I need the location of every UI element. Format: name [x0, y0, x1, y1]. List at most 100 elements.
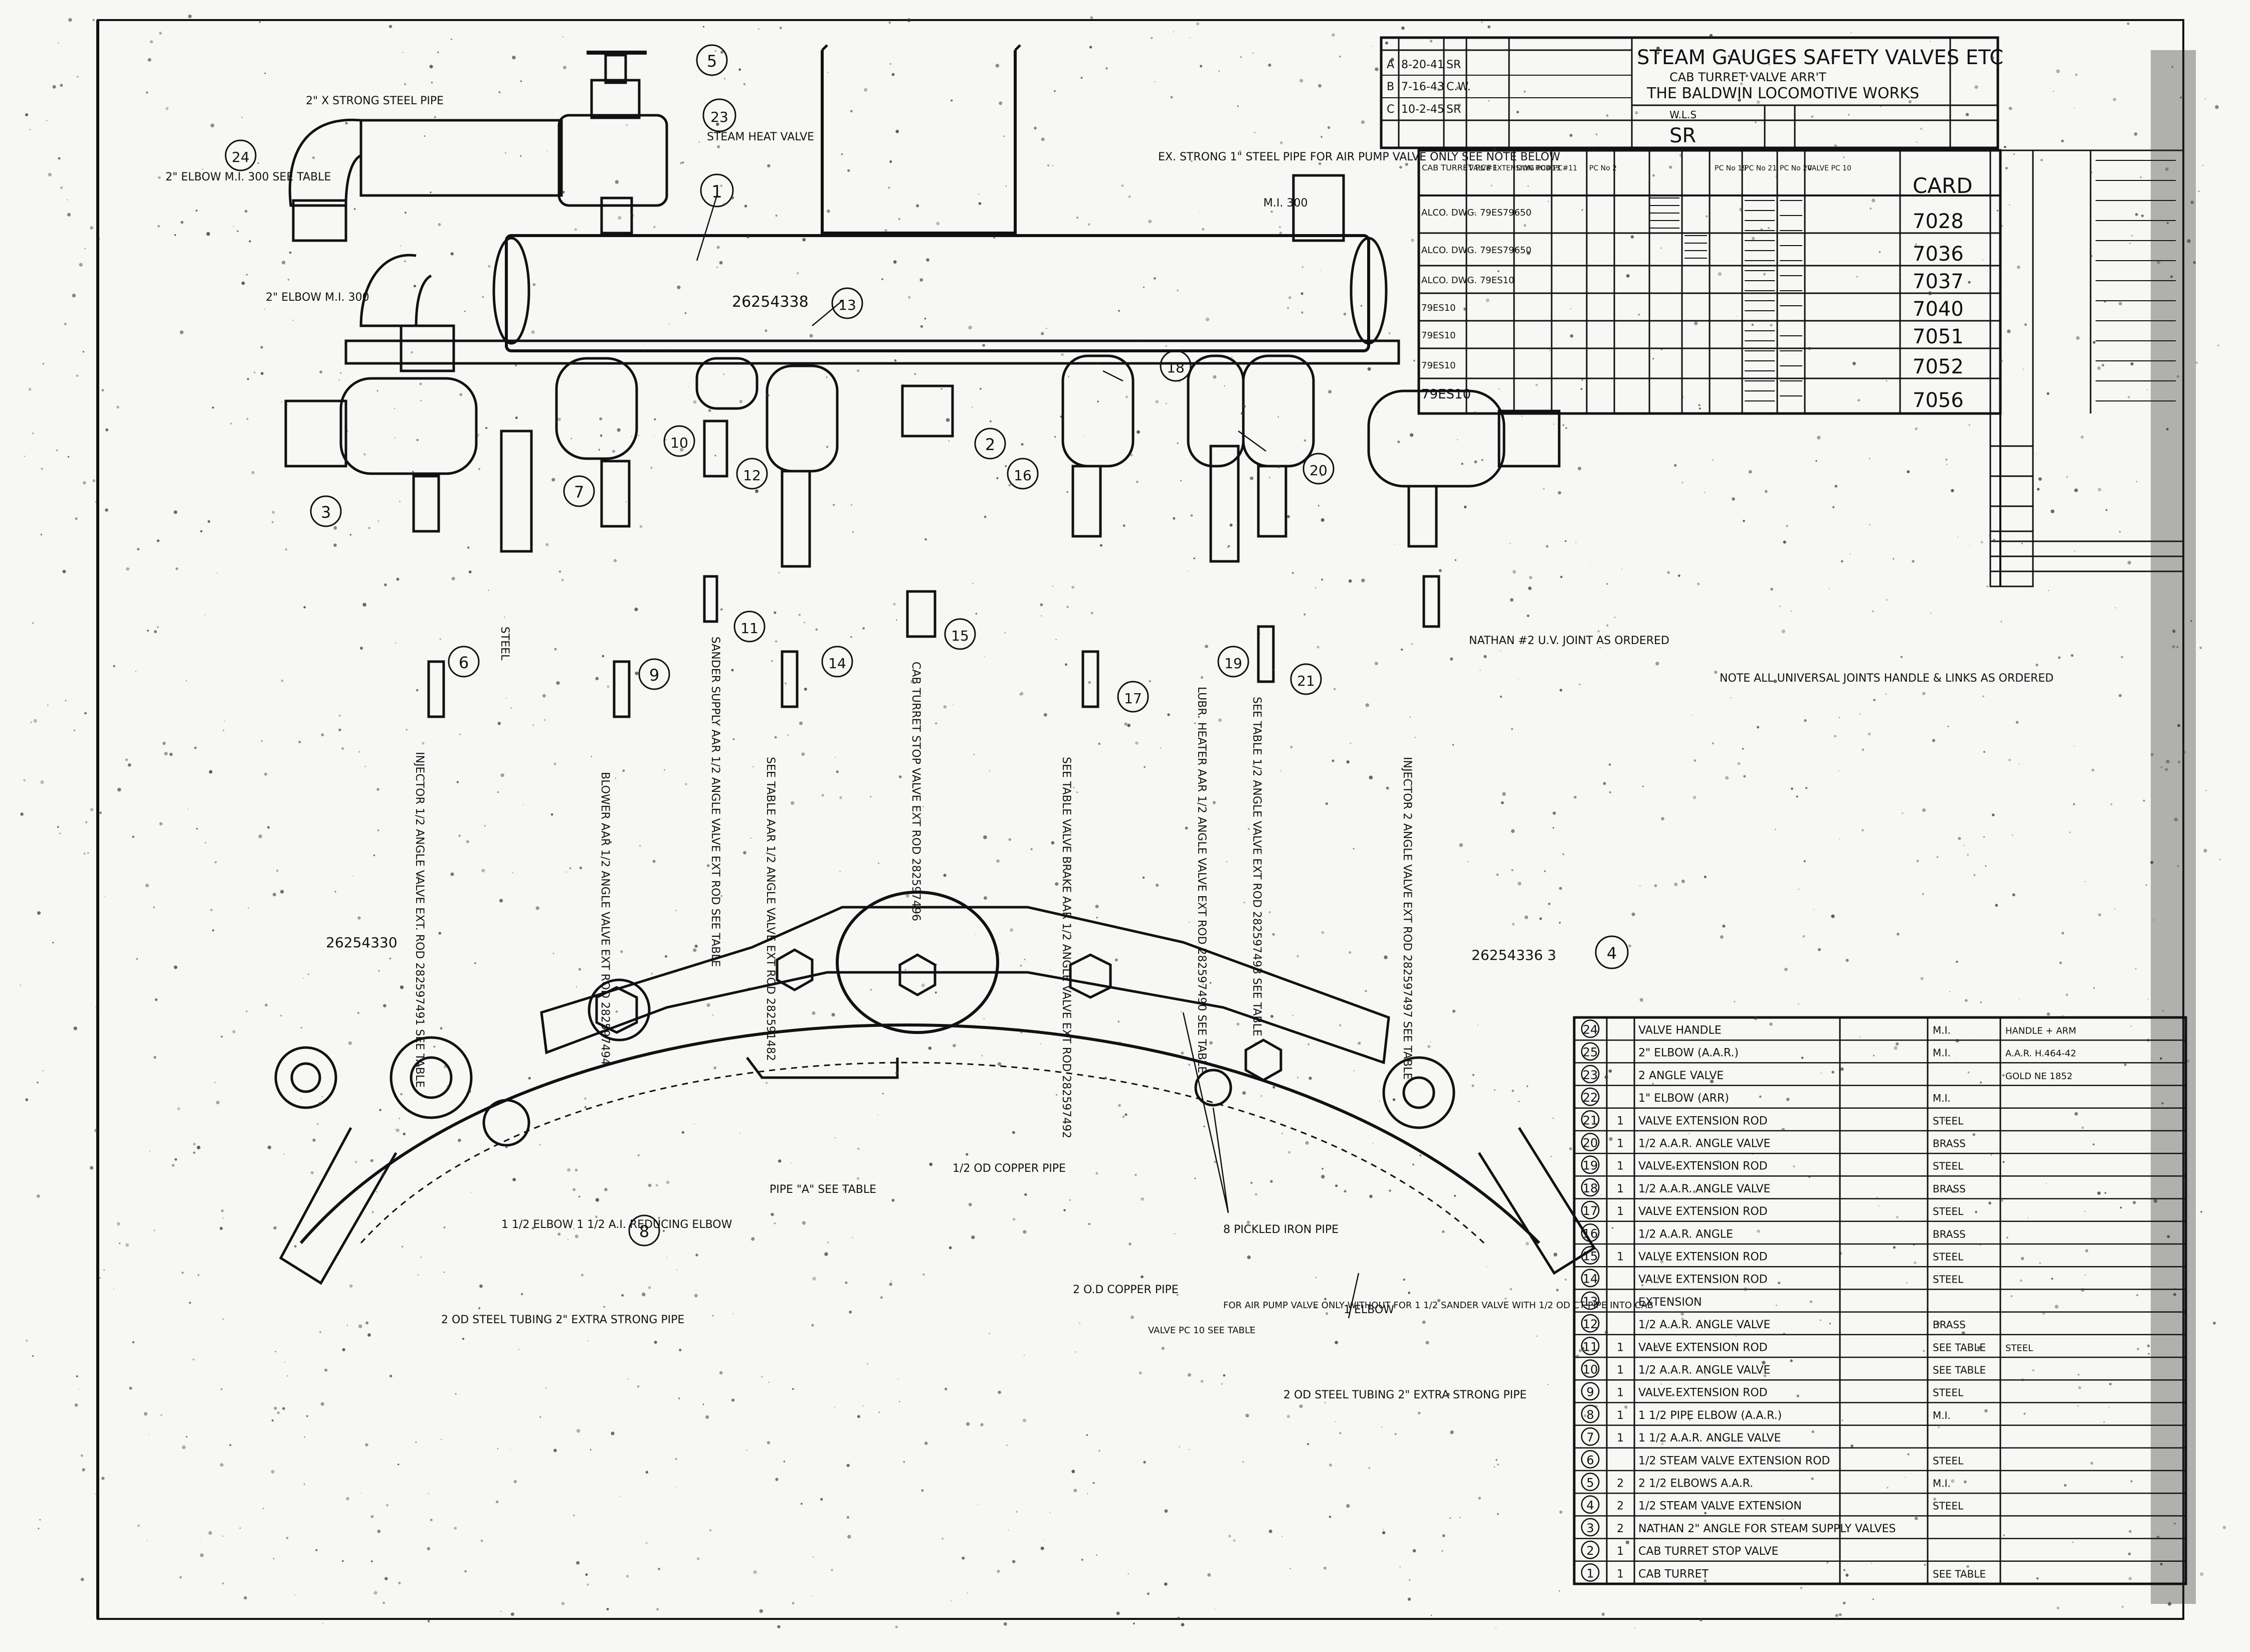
- speck: [602, 655, 605, 658]
- speck: [1511, 829, 1515, 833]
- parts-cell-name: VALVE EXTENSION ROD: [1638, 1115, 1768, 1127]
- speck: [450, 252, 454, 256]
- speck: [2074, 1112, 2078, 1116]
- speck: [1873, 699, 1876, 702]
- speck: [978, 1504, 979, 1505]
- speck: [2081, 1288, 2085, 1292]
- speck: [1748, 470, 1752, 474]
- parts-cell-mat: STEEL: [1933, 1205, 1964, 1217]
- speck: [1710, 1080, 1714, 1084]
- speck: [682, 161, 684, 164]
- speck: [84, 712, 87, 715]
- speck: [422, 742, 425, 745]
- speck: [698, 141, 700, 143]
- speck: [839, 871, 841, 872]
- speck: [233, 226, 235, 227]
- speck: [1971, 1402, 1973, 1404]
- speck: [2098, 913, 2101, 917]
- speck: [196, 210, 198, 212]
- speck: [1575, 542, 1577, 543]
- speck: [1826, 1561, 1829, 1564]
- speck: [626, 1574, 629, 1578]
- speck: [1581, 209, 1584, 211]
- speck: [546, 150, 548, 152]
- speck: [1268, 63, 1271, 67]
- speck: [412, 471, 414, 473]
- speck: [1524, 915, 1529, 919]
- speck: [1796, 1394, 1799, 1397]
- speck: [522, 804, 524, 805]
- speck: [1984, 1409, 1988, 1413]
- speck: [1076, 791, 1078, 793]
- speck: [2129, 1530, 2132, 1533]
- speck: [980, 388, 982, 390]
- speck: [1593, 148, 1595, 150]
- speck: [2145, 884, 2147, 886]
- speck: [1918, 310, 1920, 312]
- parts-cell-no: 4: [1586, 1499, 1594, 1513]
- speck: [73, 729, 75, 731]
- speck: [2140, 176, 2142, 178]
- speck: [467, 546, 470, 549]
- speck: [1559, 689, 1563, 692]
- speck: [385, 1577, 388, 1580]
- initials-2: SR: [1669, 124, 1696, 147]
- speck: [1912, 560, 1915, 563]
- speck: [450, 38, 453, 41]
- note-pipe-a: PIPE "A" SEE TABLE: [770, 1183, 876, 1196]
- speck: [1105, 67, 1108, 70]
- speck: [2124, 1063, 2127, 1066]
- speck: [1963, 845, 1965, 846]
- speck: [984, 516, 987, 518]
- speck: [1969, 545, 1970, 546]
- speck: [117, 787, 121, 792]
- speck: [934, 991, 937, 994]
- speck: [1916, 141, 1918, 143]
- speck: [2150, 753, 2154, 756]
- speck: [603, 1306, 605, 1308]
- speck: [1639, 998, 1643, 1002]
- speck: [828, 72, 829, 73]
- speck: [1673, 464, 1677, 467]
- speck: [189, 1302, 191, 1304]
- speck: [2039, 1262, 2041, 1264]
- speck: [482, 296, 484, 298]
- speck: [595, 1215, 598, 1218]
- note-steel-tubing-right: 2 OD STEEL TUBING 2" EXTRA STRONG PIPE: [1283, 1389, 1527, 1401]
- parts-cell-qty: 1: [1617, 1138, 1624, 1150]
- speck: [1430, 1614, 1432, 1616]
- speck: [851, 504, 852, 506]
- speck: [746, 235, 750, 239]
- speck: [997, 1062, 1002, 1066]
- speck: [1654, 1570, 1656, 1572]
- title-line-1: STEAM GAUGES SAFETY VALVES ETC: [1637, 46, 2003, 69]
- speck: [319, 1331, 321, 1333]
- speck: [1813, 909, 1815, 910]
- speck: [561, 578, 564, 581]
- speck: [136, 958, 138, 960]
- speck: [427, 1620, 430, 1622]
- speck: [1980, 541, 1983, 544]
- speck: [847, 1535, 851, 1539]
- speck: [427, 1547, 431, 1550]
- speck: [58, 157, 61, 160]
- speck: [1839, 1252, 1842, 1255]
- speck: [481, 869, 485, 873]
- speck: [1401, 26, 1405, 30]
- speck: [271, 1470, 275, 1474]
- speck: [1803, 860, 1806, 863]
- parts-cell-name: VALVE EXTENSION ROD: [1638, 1205, 1768, 1218]
- speck: [333, 526, 337, 530]
- parts-row-number-circle: [1581, 1133, 1600, 1152]
- speck: [679, 448, 684, 452]
- speck: [105, 428, 109, 432]
- callout-label: 2: [985, 435, 995, 454]
- speck: [194, 746, 197, 749]
- speck: [1655, 662, 1659, 666]
- speck: [2202, 165, 2203, 166]
- parts-cell-mat: SEE TABLE: [1933, 1568, 1986, 1580]
- speck: [1725, 776, 1729, 780]
- speck: [1849, 553, 1851, 554]
- speck: [897, 1378, 899, 1380]
- speck: [675, 910, 677, 911]
